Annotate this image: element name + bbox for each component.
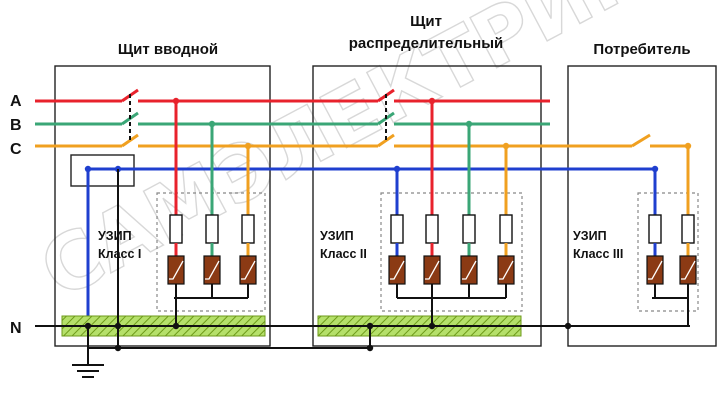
varistor-symbol bbox=[425, 260, 440, 280]
fuse-icon bbox=[205, 214, 219, 244]
phase-c-label: C bbox=[10, 141, 22, 158]
fuse-icon bbox=[169, 214, 183, 244]
fuse-icon bbox=[648, 214, 662, 244]
phase-b-label: B bbox=[10, 117, 22, 134]
earth-ground-icon bbox=[72, 364, 104, 378]
spd-class3-box bbox=[637, 192, 699, 312]
varistor-symbol bbox=[648, 260, 663, 280]
input-panel-frame bbox=[54, 65, 271, 347]
phase-a-label: A bbox=[10, 93, 22, 110]
varistor-symbol bbox=[205, 260, 220, 280]
fuse-icon bbox=[499, 214, 513, 244]
varistor-symbol bbox=[499, 260, 514, 280]
spd-class2-label-line2: Класс II bbox=[320, 247, 367, 261]
varistor-icon bbox=[423, 255, 441, 285]
fuse-icon bbox=[681, 214, 695, 244]
tap-junction bbox=[684, 142, 692, 150]
varistor-icon bbox=[167, 255, 185, 285]
consumer-panel-frame bbox=[567, 65, 717, 347]
tap-junction bbox=[502, 142, 510, 150]
tap-junction bbox=[465, 120, 473, 128]
fuse-icon bbox=[390, 214, 404, 244]
varistor-icon bbox=[646, 255, 664, 285]
neutral-label: N bbox=[10, 320, 22, 337]
distribution-panel-title-line1: Щит bbox=[410, 13, 442, 30]
tap-junction bbox=[172, 97, 180, 105]
varistor-icon bbox=[388, 255, 406, 285]
varistor-symbol bbox=[169, 260, 184, 280]
input-panel-title: Щит вводной bbox=[118, 41, 218, 58]
varistor-symbol bbox=[681, 260, 696, 280]
bus-links bbox=[87, 169, 689, 365]
pe-junction bbox=[84, 165, 92, 173]
spd-class3-label-line1: УЗИП bbox=[573, 229, 607, 243]
input-breaker bbox=[121, 88, 139, 148]
fuse-icon bbox=[425, 214, 439, 244]
distribution-breaker bbox=[377, 88, 395, 148]
bus-junctions bbox=[84, 322, 572, 352]
spd-class2-box bbox=[380, 192, 523, 312]
tap-junction bbox=[428, 97, 436, 105]
varistor-icon bbox=[679, 255, 697, 285]
varistor-symbol bbox=[390, 260, 405, 280]
consumer-switch bbox=[631, 133, 651, 148]
spd-class1-label-line1: УЗИП bbox=[98, 229, 132, 243]
varistor-icon bbox=[203, 255, 221, 285]
spd-branches bbox=[167, 97, 697, 298]
distribution-panel-title-line2: распределительный bbox=[349, 35, 504, 52]
consumer-panel-title: Потребитель bbox=[593, 41, 690, 58]
spd-class3-label-line2: Класс III bbox=[573, 247, 623, 261]
fuse-icon bbox=[241, 214, 255, 244]
tap-junction bbox=[244, 142, 252, 150]
varistor-icon bbox=[239, 255, 257, 285]
varistor-symbol bbox=[462, 260, 477, 280]
varistor-icon bbox=[460, 255, 478, 285]
tap-junction bbox=[208, 120, 216, 128]
varistor-icon bbox=[497, 255, 515, 285]
tap-junction bbox=[651, 165, 659, 173]
fuse-icon bbox=[462, 214, 476, 244]
tap-junction bbox=[393, 165, 401, 173]
spd-class2-label-line1: УЗИП bbox=[320, 229, 354, 243]
spd-class1-label-line2: Класс I bbox=[98, 247, 141, 261]
varistor-symbol bbox=[241, 260, 256, 280]
distribution-panel-frame bbox=[312, 65, 542, 347]
